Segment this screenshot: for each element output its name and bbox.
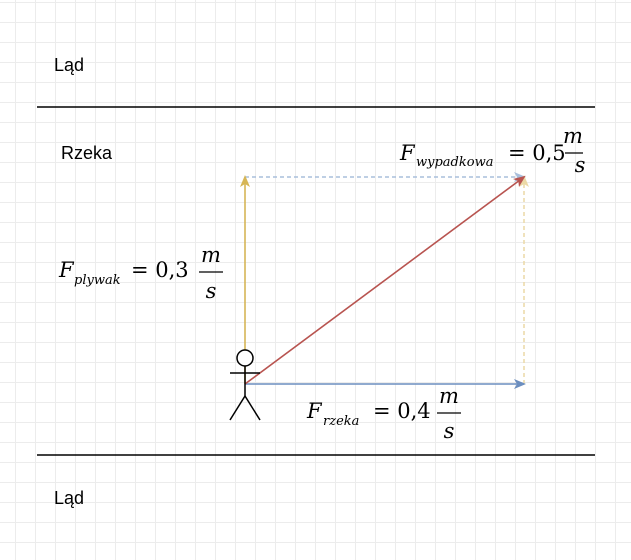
land-top-label: Ląd [54,55,85,75]
stick-figure-swimmer-icon [229,349,261,421]
svg-text:= 0,4: = 0,4 [373,399,431,423]
svg-text:wypadkowa: wypadkowa [416,155,493,170]
current-velocity-equation: F rzeka = 0,4 m s [306,384,461,443]
svg-text:F: F [306,399,323,423]
svg-text:m: m [201,243,221,267]
land-bottom-label: Ląd [54,488,85,508]
svg-text:s: s [444,419,455,443]
svg-text:m: m [563,124,583,148]
svg-text:s: s [575,153,586,177]
svg-text:F: F [58,258,75,282]
svg-text:= 0,3: = 0,3 [131,258,189,282]
swimmer-velocity-equation: F plywak = 0,3 m s [58,243,223,303]
svg-text:= 0,5: = 0,5 [508,141,566,165]
svg-text:plywak: plywak [74,273,121,288]
svg-text:s: s [206,279,217,303]
svg-text:F: F [399,141,416,165]
svg-text:m: m [439,384,459,408]
resultant-velocity-equation: F wypadkowa = 0,5 m s [399,124,586,177]
river-label: Rzeka [61,143,113,163]
svg-text:rzeka: rzeka [323,414,359,429]
resultant-velocity-arrow [244,175,526,385]
